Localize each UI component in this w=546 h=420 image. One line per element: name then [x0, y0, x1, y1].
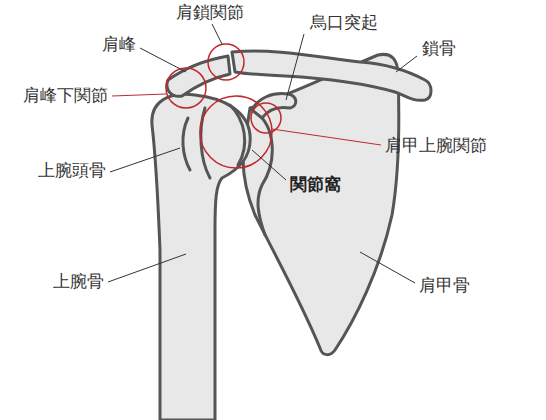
leader-line [396, 56, 417, 72]
acromion [167, 56, 230, 96]
part-label: 関節窩 [290, 174, 341, 194]
leader-line [286, 34, 304, 100]
part-label: 烏口突起 [310, 12, 378, 32]
part-label: 肩鎖関節 [176, 2, 244, 22]
joint-circle [251, 103, 281, 133]
scapula [243, 54, 399, 354]
part-label: 肩甲上腕関節 [385, 135, 487, 155]
leader-line [108, 254, 186, 282]
part-label: 肩甲骨 [419, 275, 470, 295]
part-label: 上腕骨 [53, 271, 104, 291]
leader-line [140, 48, 186, 72]
part-label: 肩峰 [102, 34, 136, 54]
humeral-head-line [183, 118, 190, 170]
leader-line [272, 129, 381, 145]
leader-line [360, 252, 415, 283]
joint-circle [166, 68, 206, 108]
part-label: 鎖骨 [422, 38, 456, 58]
leader-line [212, 24, 222, 44]
part-label: 肩峰下関節 [23, 85, 108, 105]
leader-line [252, 150, 286, 180]
part-label: 上腕頭骨 [38, 160, 106, 180]
leader-line [112, 94, 166, 96]
joint-circle [208, 44, 244, 80]
humeral-head-line [230, 105, 245, 165]
clavicle [232, 51, 431, 100]
leader-line [110, 148, 180, 172]
